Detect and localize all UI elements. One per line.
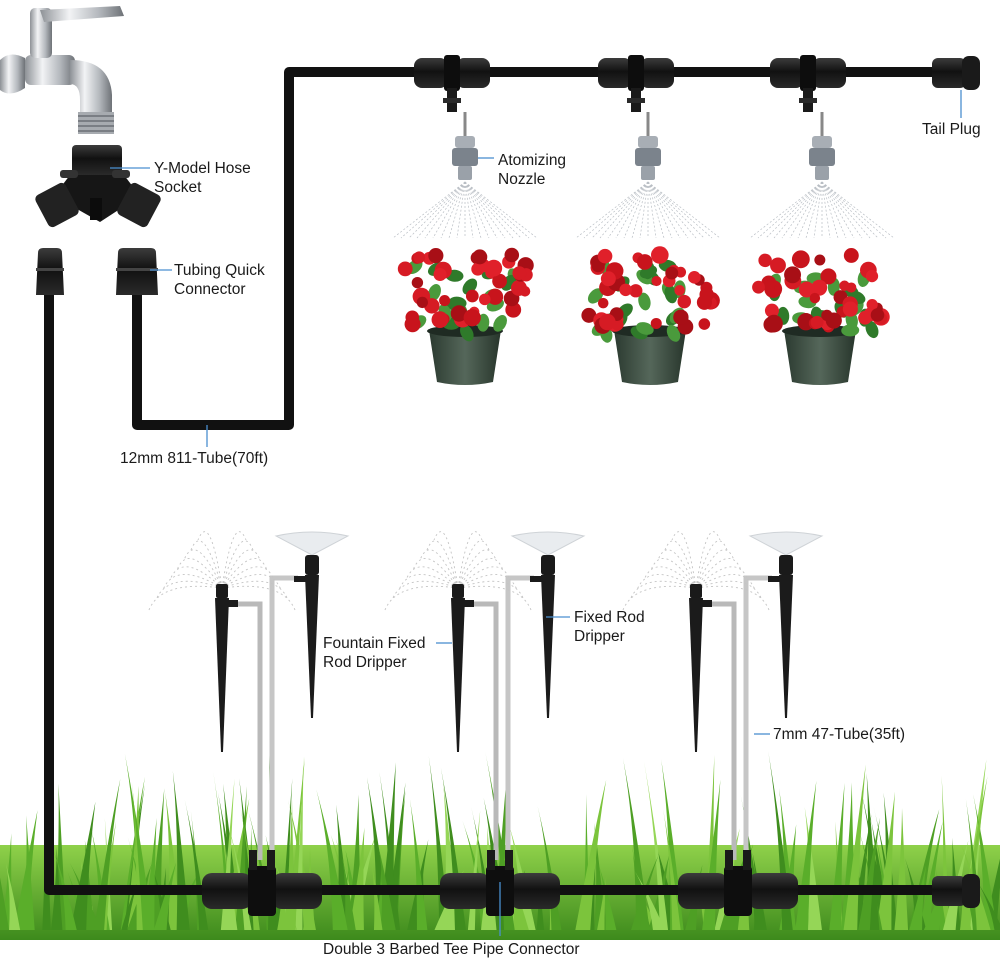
fountain-dripper-icon bbox=[215, 584, 238, 752]
flower-pot-icon bbox=[397, 247, 534, 385]
spray-cone bbox=[748, 531, 824, 556]
barbed-tee-icon bbox=[678, 850, 798, 916]
fixed-rod-dripper-icon bbox=[294, 555, 319, 718]
flower-pot-icon bbox=[581, 246, 720, 385]
atomizing-nozzle-icon bbox=[392, 112, 538, 239]
fountain-spray-icon bbox=[148, 531, 296, 611]
flower-pot-group bbox=[397, 246, 890, 385]
tail-plug-label: Tail Plug bbox=[922, 121, 981, 138]
fountain-dripper-icon bbox=[689, 584, 712, 752]
flower-pot-icon bbox=[752, 248, 890, 385]
fixed-rod-label-line2: Dripper bbox=[574, 628, 625, 645]
y-hose-socket-icon bbox=[35, 145, 161, 228]
fountain-spray-icon bbox=[384, 531, 532, 611]
label-fixed-rod-dripper: Fixed Rod Dripper bbox=[574, 608, 645, 646]
fixed-rod-dripper-icon bbox=[768, 555, 793, 718]
faucet-icon bbox=[0, 6, 124, 134]
y-socket-label-line2: Socket bbox=[154, 179, 202, 196]
tail-plug-icon bbox=[932, 56, 980, 90]
top-tee-2 bbox=[598, 55, 674, 112]
label-tubing-quick-connector: Tubing Quick Connector bbox=[174, 261, 265, 299]
tubing-connector-label-line1: Tubing Quick bbox=[174, 262, 265, 279]
fountain-spray-icon bbox=[622, 531, 770, 611]
atomizing-label-line2: Nozzle bbox=[498, 171, 546, 188]
top-tee-fittings bbox=[414, 55, 846, 112]
tee-connector-label: Double 3 Barbed Tee Pipe Connector bbox=[323, 941, 580, 958]
top-tee-3 bbox=[770, 55, 846, 112]
fountain-label-line2: Rod Dripper bbox=[323, 654, 407, 671]
fountain-label-line1: Fountain Fixed bbox=[323, 635, 426, 652]
atomizing-nozzle-icon bbox=[575, 112, 721, 239]
fountain-dripper-icon bbox=[451, 584, 474, 752]
dripper-set-1 bbox=[148, 531, 350, 860]
dripper-set-2 bbox=[384, 531, 586, 860]
y-socket-label-line1: Y-Model Hose bbox=[154, 160, 251, 177]
fixed-rod-label-line1: Fixed Rod bbox=[574, 609, 645, 626]
tubing-quick-connector-icon bbox=[36, 248, 158, 295]
label-fountain-fixed-rod-dripper: Fountain Fixed Rod Dripper bbox=[323, 634, 426, 672]
atomizing-nozzle-group bbox=[392, 112, 895, 239]
label-tee-connector: Double 3 Barbed Tee Pipe Connector bbox=[323, 940, 580, 959]
dripper-set-3 bbox=[622, 531, 824, 860]
spray-cone bbox=[510, 531, 586, 556]
spray-cone bbox=[274, 531, 350, 556]
leader-lines bbox=[110, 90, 962, 936]
fixed-rod-dripper-icon bbox=[530, 555, 555, 718]
tubing-connector-label-line2: Connector bbox=[174, 281, 246, 298]
label-tail-plug: Tail Plug bbox=[922, 120, 981, 139]
barbed-tee-icon bbox=[202, 850, 322, 916]
atomizing-label-line1: Atomizing bbox=[498, 152, 567, 169]
top-tee-1 bbox=[414, 55, 490, 112]
barbed-tee-group bbox=[202, 850, 798, 916]
small-tube-label: 7mm 47-Tube(35ft) bbox=[773, 726, 906, 743]
tail-plug-bottom-icon bbox=[932, 874, 980, 908]
label-atomizing-nozzle: Atomizing Nozzle bbox=[498, 151, 566, 189]
main-tube bbox=[44, 67, 940, 895]
label-y-model-hose-socket: Y-Model Hose Socket bbox=[154, 159, 251, 197]
dripper-group bbox=[148, 531, 824, 860]
label-main-tube: 12mm 811-Tube(70ft) bbox=[120, 449, 268, 468]
label-small-tube: 7mm 47-Tube(35ft) bbox=[773, 725, 905, 744]
atomizing-nozzle-icon bbox=[749, 112, 895, 239]
main-tube-label: 12mm 811-Tube(70ft) bbox=[120, 450, 269, 467]
